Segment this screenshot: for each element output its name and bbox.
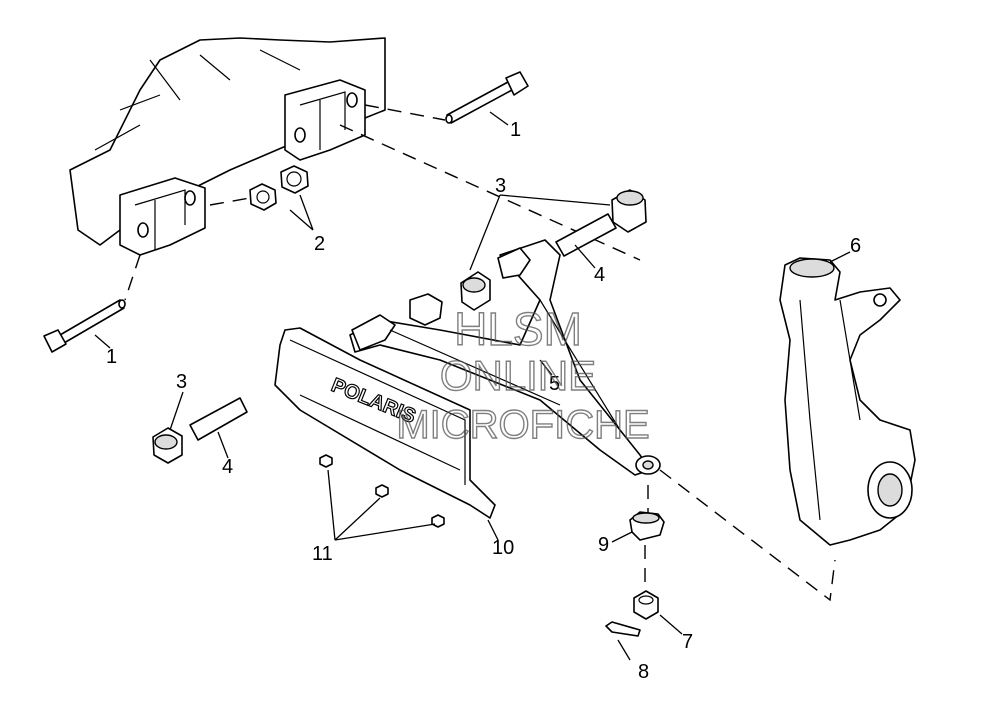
frame-assembly	[69, 37, 386, 256]
castle-nut	[633, 590, 659, 620]
callout-7: 7	[682, 631, 693, 653]
callout-4-left: 4	[222, 456, 233, 478]
callout-6: 6	[850, 235, 861, 257]
callout-8: 8	[638, 661, 649, 683]
ball-joint-boot	[629, 511, 665, 541]
callout-9: 9	[598, 534, 609, 556]
callout-3-left: 3	[176, 371, 187, 393]
callout-3-top: 3	[495, 175, 506, 197]
skid-guard: POLARIS	[274, 327, 496, 519]
callout-10: 10	[492, 537, 514, 559]
callouts: 1 1 2 3 3 4 4 5 6 7 8 9 10 11	[106, 119, 861, 683]
watermark-line3: MICROFICHE	[396, 403, 649, 447]
bushing-upper	[460, 189, 647, 311]
nut-pair	[249, 165, 309, 211]
watermark-line1: HLSM	[454, 303, 582, 355]
callout-1-bottom: 1	[106, 346, 117, 368]
assembly-lines	[124, 104, 836, 602]
spindle	[779, 257, 916, 546]
callout-1-top: 1	[510, 119, 521, 141]
watermark-line2: ONLINE	[440, 352, 596, 399]
callout-11: 11	[312, 543, 333, 565]
bolt-top	[445, 71, 529, 124]
watermark: HLSM ONLINE MICROFICHE	[396, 302, 651, 447]
callout-4-right: 4	[594, 264, 605, 286]
callout-2: 2	[314, 233, 325, 255]
bolt-bottom	[43, 299, 126, 353]
leader-lines	[94, 111, 851, 661]
callout-5: 5	[549, 373, 560, 395]
a-arm	[349, 239, 661, 476]
bushing-left	[152, 397, 248, 464]
cotter-pin	[605, 621, 641, 637]
